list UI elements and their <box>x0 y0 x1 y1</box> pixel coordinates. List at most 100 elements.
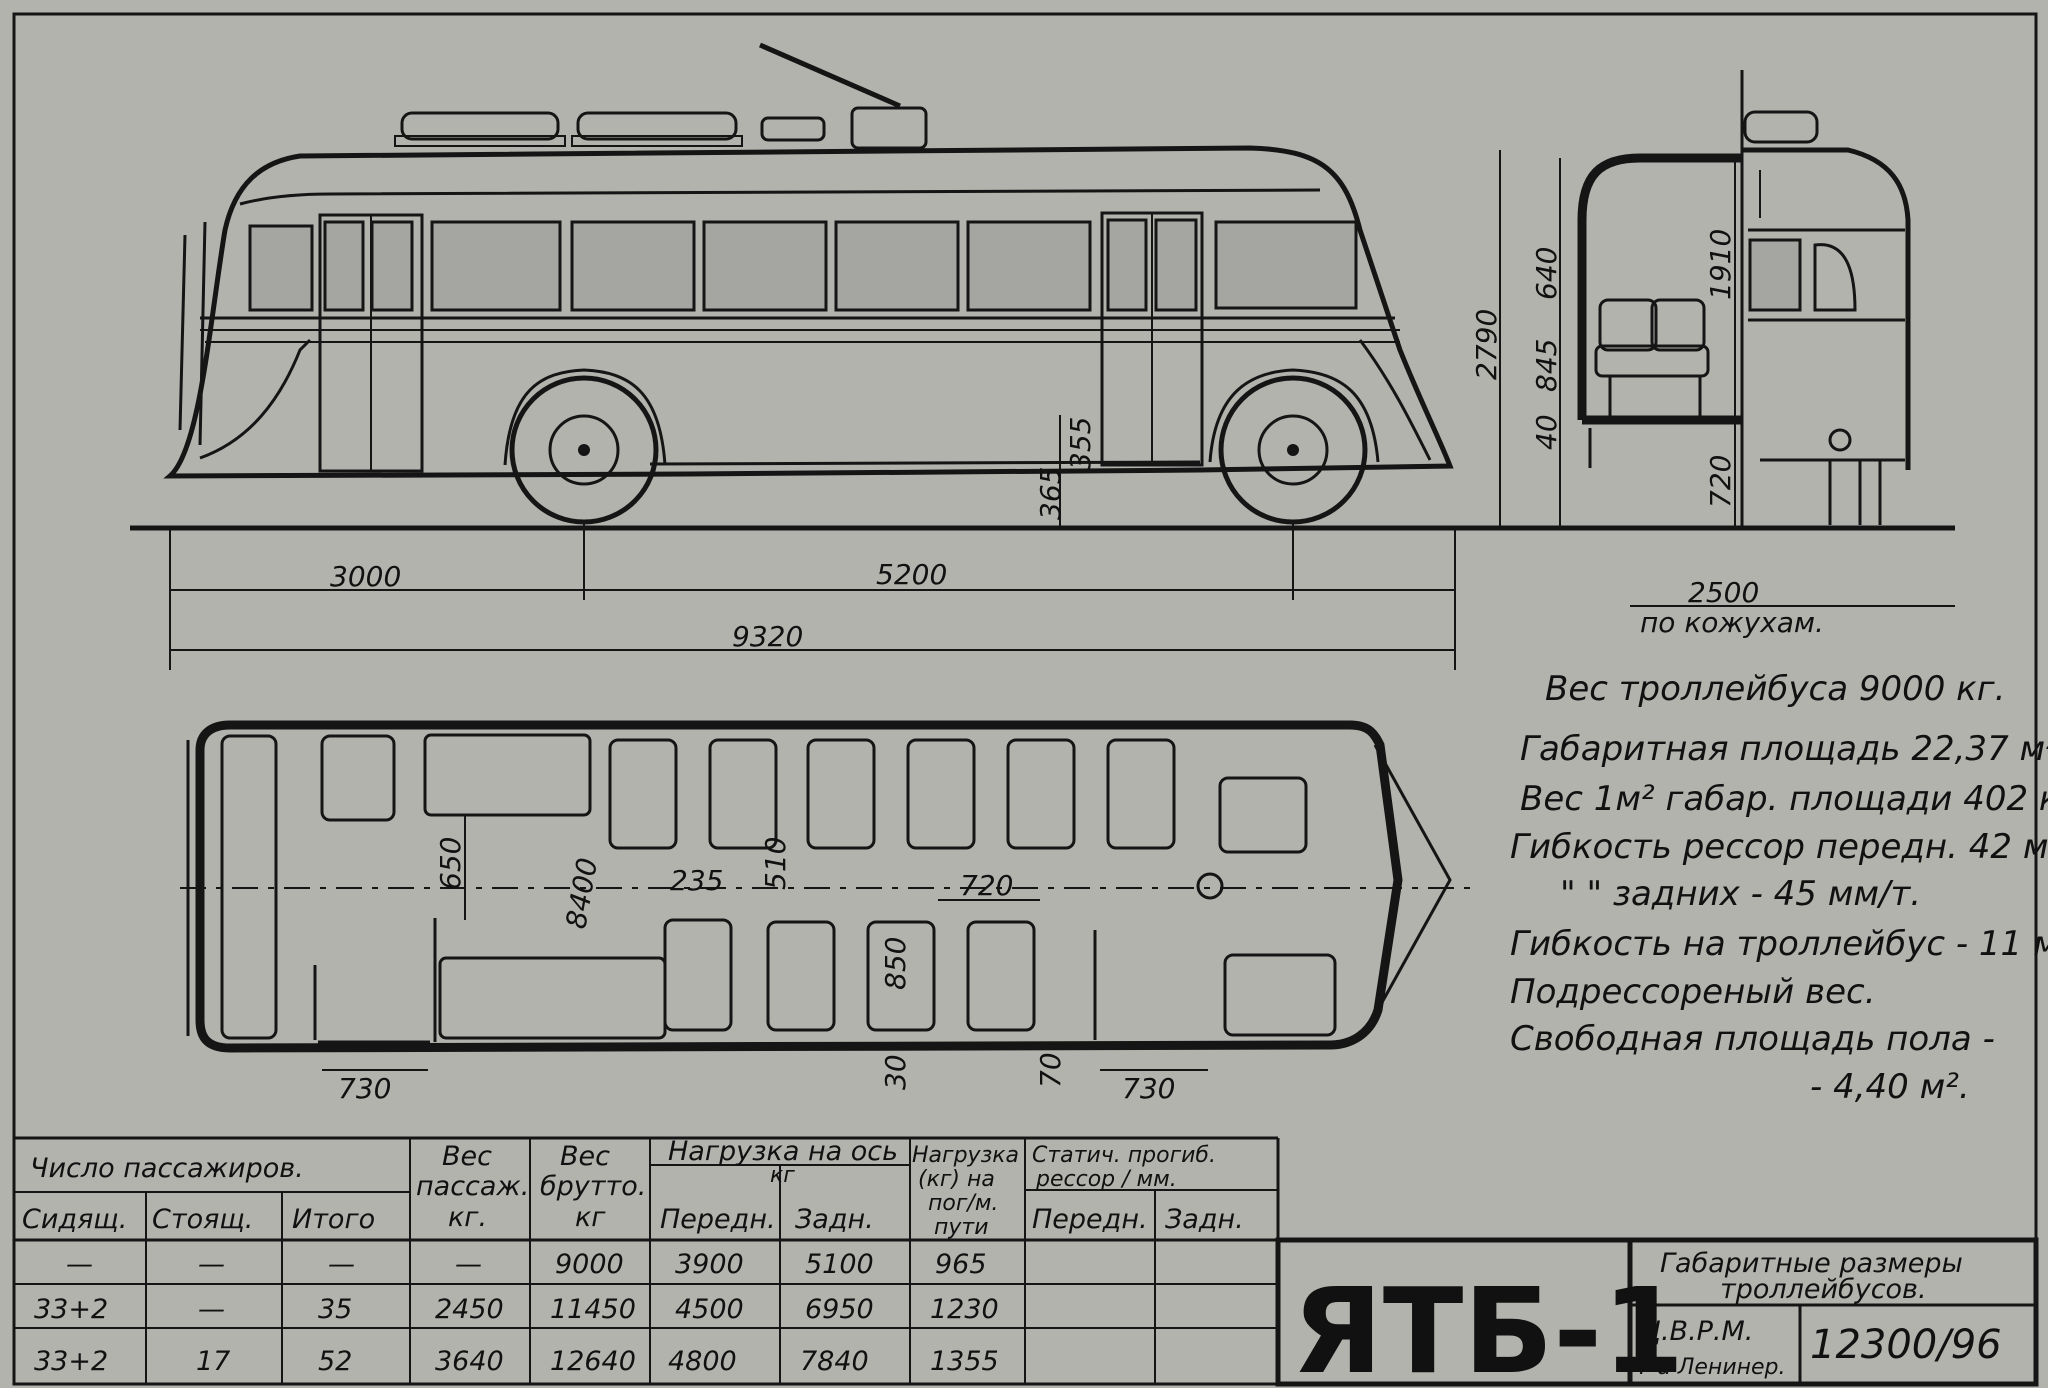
table-row-3-cell-3: 52 <box>318 1346 352 1377</box>
dim-window: 845 <box>1530 339 1563 392</box>
sub-rear-deflection: Задн. <box>1165 1204 1244 1235</box>
section-outline-half <box>1577 153 1742 420</box>
dim-floor-height: 720 <box>1704 455 1737 508</box>
table-row-1-cell-6: 3900 <box>675 1249 744 1280</box>
dim-interior-height: 1910 <box>1704 229 1737 300</box>
dim-seat-depth: 850 <box>879 937 912 990</box>
window-3 <box>702 220 828 312</box>
table-row-3-cell-2: 17 <box>196 1346 230 1377</box>
title-block: ЯТБ-1 Габаритные размеры троллейбусов. Ц… <box>1275 1237 2039 1388</box>
seat-upper-3 <box>708 738 778 850</box>
org-line-2: Т-а Ленинер. <box>1636 1355 1786 1380</box>
plan-view: 650 8400 235 510 720 850 730 730 30 70 <box>180 720 1480 1105</box>
table-row-2-cell-8: 1230 <box>930 1294 999 1325</box>
title-line-1: Габаритные размеры <box>1660 1248 1963 1279</box>
table-row-2-cell-7: 6950 <box>805 1294 874 1325</box>
dim-width-note: по кожухам. <box>1640 606 1824 639</box>
seat-lower-3 <box>866 920 936 1032</box>
front-section-view: 640 845 40 1910 720 2500 по кожухам. <box>1498 70 1955 639</box>
table-row-1-cell-7: 5100 <box>805 1249 874 1280</box>
side-view <box>130 42 1950 531</box>
spec-rear-spring: " " задних - 45 мм/т. <box>1560 874 1921 914</box>
header-gross-weight-3: кг <box>575 1202 606 1233</box>
dim-roof: 640 <box>1530 247 1563 300</box>
header-passengers: Число пассажиров. <box>30 1153 304 1184</box>
dim-interior-width: 8400 <box>559 855 604 931</box>
door-window-rear <box>1106 218 1148 312</box>
section-seat-back <box>1598 298 1658 352</box>
driver-seat <box>1218 776 1308 854</box>
window-front <box>248 224 314 312</box>
table-row-3-cell-7: 7840 <box>800 1346 869 1377</box>
spec-weight-per-area: Вес 1м² габар. площади 402 кг/м². <box>1520 779 2048 819</box>
dim-floor-thickness: 40 <box>1530 414 1563 450</box>
dim-wheelbase: 5200 <box>876 558 947 591</box>
dim-clearance-a: 355 <box>1064 417 1097 470</box>
front-outline-half <box>1742 147 1911 470</box>
dim-door-rear: 730 <box>1122 1072 1175 1105</box>
table-row-1-cell-5: 9000 <box>555 1249 624 1280</box>
spec-overall-area: Габаритная площадь 22,37 м². <box>1520 729 2048 769</box>
window-4 <box>834 220 960 312</box>
table-row-1-cell-4: — <box>455 1249 482 1280</box>
section-seat-cushion <box>1594 344 1710 378</box>
dim-gap-a: 30 <box>879 1054 912 1090</box>
door-window-front <box>323 220 365 312</box>
drawing-number: 12300/96 <box>1810 1322 2002 1368</box>
header-pass-weight-3: кг. <box>448 1202 487 1233</box>
seat-lower-2 <box>766 920 836 1032</box>
table-row-2-cell-3: 35 <box>318 1294 352 1325</box>
dim-overall-height: 2790 <box>1470 309 1503 380</box>
roof-box-2 <box>576 111 738 141</box>
header-deflection-2: рессор / мм. <box>1035 1167 1177 1192</box>
spec-free-floor-value: - 4,40 м². <box>1810 1067 1970 1107</box>
model-name: ЯТБ-1 <box>1292 1262 1684 1388</box>
seat-lower-4 <box>966 920 1036 1032</box>
dim-gap-b: 70 <box>1034 1052 1067 1088</box>
roof-line <box>239 188 1321 206</box>
table-row-2-cell-1: 33+2 <box>34 1294 108 1325</box>
header-gross-weight-2: брутто. <box>540 1171 646 1202</box>
dim-door-front: 730 <box>338 1072 391 1105</box>
trolley-pole <box>759 42 901 109</box>
dim-seat-pitch-b: 510 <box>759 837 792 890</box>
sub-front-deflection: Передн. <box>1032 1204 1148 1235</box>
window-5 <box>966 220 1092 312</box>
sub-seated: Сидящ. <box>22 1204 127 1235</box>
dim-overall-length: 9320 <box>732 620 803 653</box>
org-line-1: Ц.В.Р.М. <box>1640 1316 1753 1347</box>
header-axle-load: Нагрузка на ось <box>668 1136 898 1167</box>
dim-seat-row: 720 <box>960 869 1013 902</box>
spec-front-spring: Гибкость рессор передн. 42 мм/т. <box>1510 827 2048 867</box>
side-view-dimensions: 3000 5200 9320 355 365 2790 <box>169 150 1503 670</box>
roof-box-1 <box>400 111 560 141</box>
header-track-load-1: Нагрузка <box>912 1143 1019 1168</box>
trolley-pole-base <box>850 106 928 150</box>
seat-upper-6 <box>1006 738 1076 850</box>
header-pass-weight-2: пассаж. <box>416 1171 529 1202</box>
sub-front: Передн. <box>660 1204 776 1235</box>
dim-aisle: 650 <box>434 837 467 890</box>
table-row-1-cell-1: — <box>66 1249 93 1280</box>
header-axle-load-unit: кг <box>770 1163 795 1188</box>
dim-seat-pitch-a: 235 <box>670 864 723 897</box>
window-1 <box>430 220 562 312</box>
plan-outline <box>195 720 1403 1053</box>
bus-body-outline <box>163 145 1454 479</box>
header-deflection-1: Статич. прогиб. <box>1032 1143 1216 1168</box>
roof-box-3 <box>760 116 826 142</box>
seat-upper-7 <box>1106 738 1176 850</box>
rear-bench <box>220 734 278 1040</box>
title-line-2: троллейбусов. <box>1720 1274 1927 1305</box>
header-track-load-3: пог/м. <box>928 1191 998 1216</box>
header-track-load-2: (кг) на <box>918 1167 995 1192</box>
spec-notes: Вес троллейбуса 9000 кг. Габаритная площ… <box>1510 669 2048 1107</box>
header-gross-weight-1: Вес <box>560 1141 610 1172</box>
seat-lower-long <box>438 956 667 1040</box>
sub-total: Итого <box>292 1204 375 1235</box>
data-table: Число пассажиров. Вес пассаж. кг. Вес бр… <box>14 1136 1280 1384</box>
table-row-2-cell-6: 4500 <box>675 1294 744 1325</box>
seat-lower-1 <box>663 918 733 1032</box>
sub-rear: Задн. <box>795 1204 874 1235</box>
